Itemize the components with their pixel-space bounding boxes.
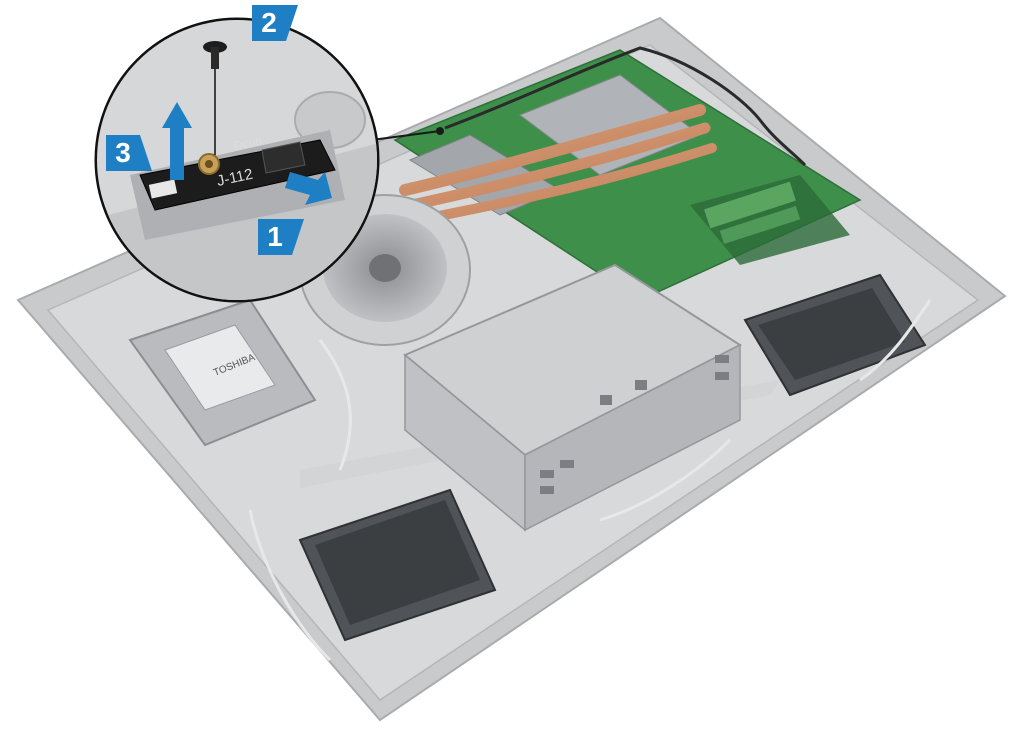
callout-2-badge-shape [252,5,298,41]
disconnect-arrow [285,172,332,205]
callout-1: 1 [258,219,304,255]
hard-drive: TOSHIBA [128,298,317,447]
internal-cables [248,299,932,662]
callout-3-badge-shape [106,135,152,171]
callout-2-label: 2 [261,7,277,38]
callout-1-label: 1 [267,221,283,252]
callout-3: 3 [106,135,152,171]
antenna-cable [444,46,807,167]
callout-3-label: 3 [115,137,131,168]
board-silk-left: Dcun [233,133,263,153]
io-bracket [403,263,743,532]
callout-2: 2 [252,5,298,41]
lift-arrow [162,102,192,180]
callout-1-badge-shape [258,219,304,255]
heat-pipes [399,104,717,225]
zoom-leader-line [371,130,441,141]
screw [203,41,227,155]
right-speaker [743,273,927,397]
board-connector [261,141,306,174]
left-speaker [298,488,497,642]
